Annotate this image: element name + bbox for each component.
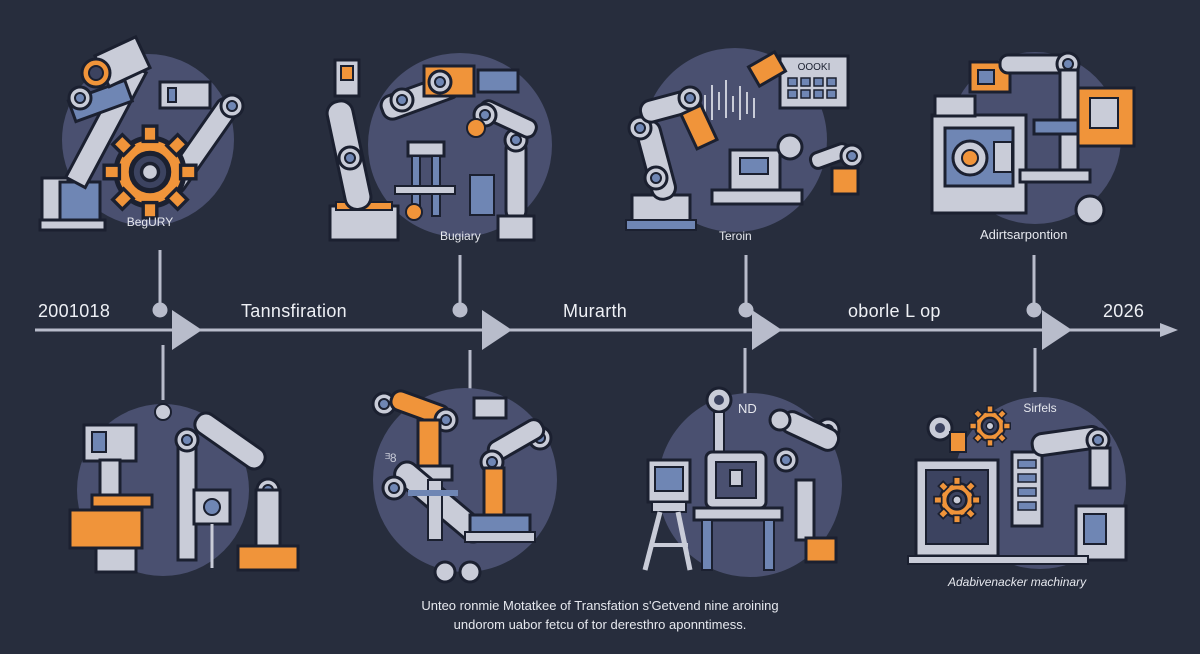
card-glyph-text: BegURY <box>127 215 173 229</box>
timeline-node <box>152 302 168 318</box>
top-card-1: BegURY <box>38 34 245 232</box>
top-card-4 <box>930 51 1136 226</box>
card-glyph-text: ND <box>738 401 757 416</box>
timeline-node <box>1026 302 1042 318</box>
bottom-card-2: ᴲ8 <box>371 388 557 584</box>
bottom-card-1 <box>68 403 300 576</box>
card-caption-bottom-4: Adabivenacker machinary <box>948 575 1087 589</box>
timeline-end-label: 2026 <box>1103 301 1145 321</box>
timeline-node <box>452 302 468 318</box>
footer-caption-line-1: Unteo ronmie Motatkee of Transfation s'G… <box>421 598 779 613</box>
chevron-right-icon <box>482 310 512 350</box>
bottom-card-4: Sirfels <box>907 397 1128 569</box>
chevron-right-icon <box>172 310 202 350</box>
chevron-right-icon <box>1042 310 1072 350</box>
chevron-right-icon <box>752 310 782 350</box>
timeline-node <box>738 302 754 318</box>
card-glyph-text: ᴲ8 <box>385 451 397 465</box>
gear-icon <box>968 404 1012 448</box>
timeline-axis <box>35 310 1178 350</box>
card-caption-top-4: Adirtsarpontion <box>980 227 1068 242</box>
timeline-stems-top <box>152 250 1042 318</box>
timeline-segment-label-1: Tannsfiration <box>241 301 347 321</box>
footer-caption-line-2: undorom uabor fetcu of tor deresthro apo… <box>453 617 747 632</box>
timeline-segment-label-3: oborle L op <box>848 301 941 321</box>
panel-display-text: OOOKI <box>798 62 831 73</box>
gear-icon <box>104 126 196 218</box>
card-caption-top-2: Bugiary <box>440 229 481 243</box>
top-card-2 <box>325 53 552 242</box>
timeline-start-label: 2001018 <box>38 301 111 321</box>
gear-icon <box>154 403 172 421</box>
timeline-stems-bottom <box>161 345 1037 400</box>
bottom-card-3: ND <box>642 386 842 577</box>
card-glyph-text: Sirfels <box>1023 401 1056 415</box>
top-card-3: OOOKI <box>625 48 865 232</box>
gear-icon <box>932 475 982 525</box>
card-caption-top-3: Teroin <box>719 229 752 243</box>
timeline-segment-label-2: Murarth <box>563 301 628 321</box>
